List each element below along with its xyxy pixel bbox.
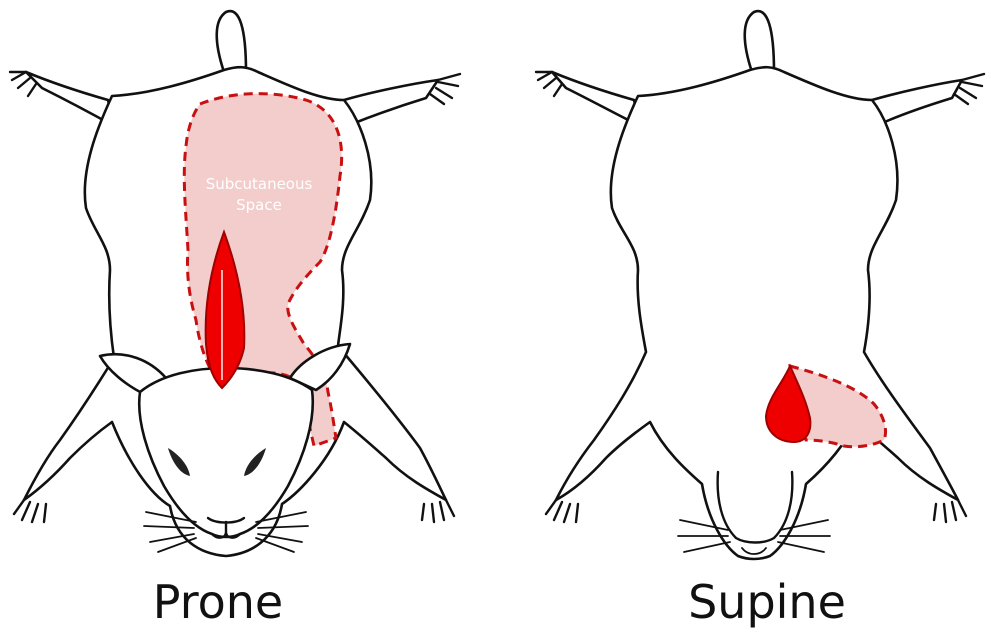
supine-hind-right-foot (954, 74, 984, 104)
prone-tail (217, 11, 246, 72)
prone-rat: Subcutaneous Space (10, 11, 460, 556)
prone-front-left-foot (14, 500, 46, 522)
subcutaneous-space-label: Subcutaneous (206, 175, 313, 193)
prone-front-right-foot (422, 500, 454, 522)
supine-front-left-foot (546, 500, 578, 522)
prone-head (139, 368, 313, 537)
supine-rat (536, 11, 984, 559)
prone-hind-right-foot (430, 74, 460, 104)
prone-right-hind-leg (344, 80, 438, 124)
supine-right-hind-leg (872, 80, 962, 124)
prone-left-hind-leg (26, 72, 114, 126)
supine-label: Supine (637, 572, 897, 632)
prone-label: Prone (88, 572, 348, 632)
supine-front-right-foot (934, 500, 966, 522)
supine-left-hind-leg (552, 72, 640, 126)
supine-tail (745, 11, 774, 72)
supine-body (556, 67, 958, 559)
subcutaneous-space-label-line2: Space (236, 196, 282, 214)
